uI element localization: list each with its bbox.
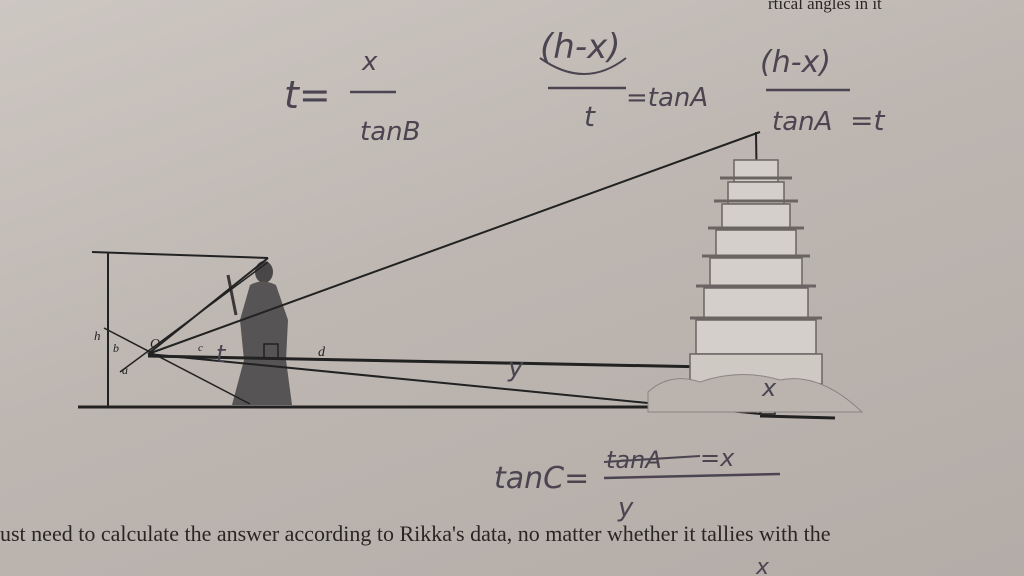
- hw-eq4-lhs: tanC=: [494, 461, 589, 496]
- statue-silhouette: [226, 261, 292, 405]
- label-o: O: [150, 337, 160, 352]
- hw-eq4-denominator: y: [617, 493, 634, 523]
- hw-eq1-numerator: x: [361, 47, 378, 77]
- hw-eq2-numerator: (h-x): [540, 27, 620, 67]
- hw-strikethrough: [603, 455, 701, 463]
- pagoda-tower: [647, 159, 864, 413]
- label-c: c: [198, 342, 203, 354]
- hw-eq3-rhs: =t: [850, 104, 885, 137]
- hw-eq3-numerator: (h-x): [760, 45, 831, 80]
- top-horizontal-line: [91, 251, 269, 259]
- horizontal-sight-line: [147, 354, 761, 370]
- hw-diagram-y: y: [507, 353, 524, 383]
- diagonal-line: [119, 261, 269, 373]
- printed-text-top-fragment: rtical angles in it: [768, 0, 882, 13]
- line-to-tower-top: [147, 131, 761, 355]
- ground-line-right: [759, 414, 836, 420]
- hw-stray-x: x: [755, 555, 770, 576]
- reflection-line: [103, 327, 251, 405]
- hw-eq4-rhs: =x: [700, 444, 735, 472]
- handwritten-notes: t= x tanB (h-x) t =tanA (h-x) tanA =t t …: [216, 27, 885, 576]
- hw-eq1-lhs: t=: [284, 73, 331, 117]
- hw-eq2-denominator: t: [584, 100, 596, 133]
- label-a: a: [122, 363, 128, 377]
- hw-diagram-t: t: [216, 340, 227, 368]
- printed-text-bottom-sentence: ust need to calculate the answer accordi…: [0, 521, 831, 546]
- hw-diagram-x: x: [761, 374, 777, 402]
- label-b: b: [113, 341, 119, 355]
- hw-eq2-rhs: =tanA: [626, 83, 708, 113]
- label-h: h: [94, 328, 101, 343]
- hw-eq1-denominator: tanB: [360, 117, 420, 147]
- hw-eq3-denominator: tanA: [772, 107, 832, 137]
- label-d: d: [318, 345, 326, 360]
